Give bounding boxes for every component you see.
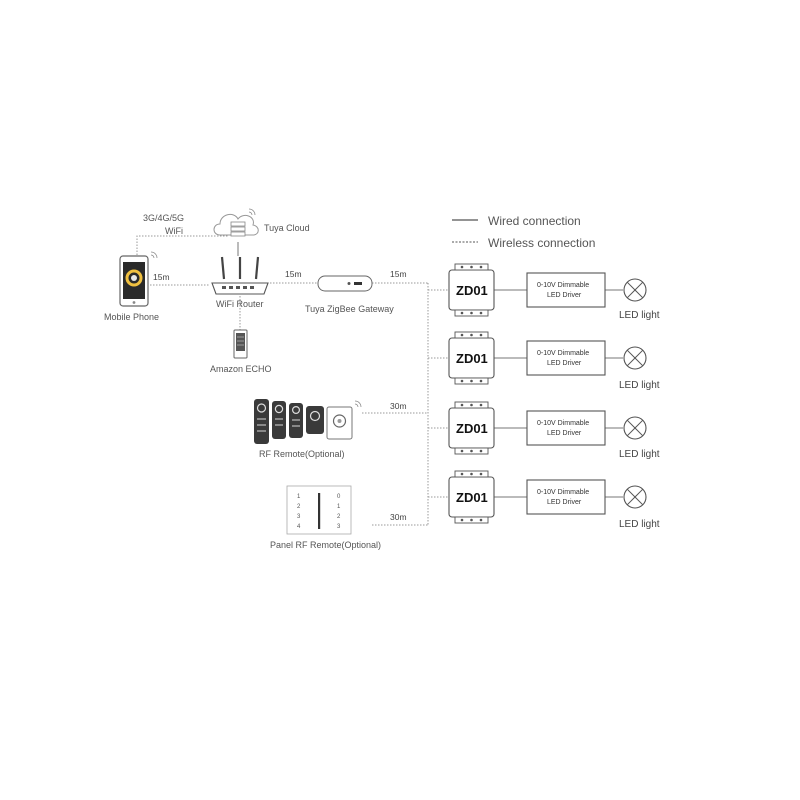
panel-key-left-4: 4 [297, 524, 301, 530]
legend-wired-label: Wired connection [488, 214, 581, 228]
driver-line2-2: LED Driver [547, 360, 582, 367]
channel-1: ZD01 0-10V Dimmable LED Driver LED light [448, 263, 660, 321]
rf-remote: RF Remote(Optional) [254, 399, 362, 459]
legend-wireless-label: Wireless connection [488, 236, 595, 250]
wifi-router: WiFi Router [211, 256, 269, 309]
connection-lines [136, 235, 623, 526]
channel-4: ZD01 0-10V Dimmable LED Driver LED light [448, 470, 660, 530]
panel-keys-right: 0 1 2 3 [337, 494, 341, 530]
panel-remote-distance: 30m [390, 512, 407, 522]
echo-label: Amazon ECHO [210, 364, 272, 374]
cellular-label: 3G/4G/5G [143, 213, 184, 223]
mobile-phone: Mobile Phone [104, 251, 159, 322]
phone-label: Mobile Phone [104, 312, 159, 322]
led-light-label-1: LED light [619, 310, 660, 321]
led-light-label-3: LED light [619, 449, 660, 460]
led-light-label-4: LED light [619, 519, 660, 530]
driver-line1-4: 0-10V Dimmable [537, 489, 589, 496]
panel-remote-icon [286, 485, 352, 535]
cloud-label: Tuya Cloud [264, 223, 310, 233]
led-driver-2: 0-10V Dimmable LED Driver [526, 340, 606, 376]
router-label: WiFi Router [216, 299, 264, 309]
cloud-icon [213, 213, 259, 237]
rf-remote-label: RF Remote(Optional) [259, 449, 345, 459]
bulb-icon [623, 278, 647, 302]
driver-line1-2: 0-10V Dimmable [537, 350, 589, 357]
panel-key-right-4: 3 [337, 524, 341, 530]
gateway-label: Tuya ZigBee Gateway [305, 304, 394, 314]
panel-key-right-3: 2 [337, 514, 341, 520]
driver-line1-3: 0-10V Dimmable [537, 420, 589, 427]
bulb-icon [623, 416, 647, 440]
channel-2: ZD01 0-10V Dimmable LED Driver LED light [448, 331, 660, 391]
driver-line2-4: LED Driver [547, 499, 582, 506]
driver-line2-1: LED Driver [547, 292, 582, 299]
cloud-signal-icon [248, 208, 256, 216]
channel-3: ZD01 0-10V Dimmable LED Driver LED light [448, 401, 660, 460]
zd01-label-2: ZD01 [456, 351, 488, 366]
panel-remote: 1 2 3 4 0 1 2 3 Panel RF Remote(Optional… [270, 485, 381, 550]
panel-keys-left: 1 2 3 4 [297, 494, 301, 530]
gateway-icon [317, 275, 373, 292]
phone-icon [119, 255, 149, 307]
zd01-module-4: ZD01 [448, 470, 495, 524]
bulb-icon [623, 346, 647, 370]
panel-key-left-2: 2 [297, 504, 301, 510]
wifi-label: WiFi [165, 226, 183, 236]
bulb-icon [623, 485, 647, 509]
rf-remote-icon [254, 399, 353, 444]
panel-key-right-2: 1 [337, 504, 341, 510]
phone-router-distance: 15m [153, 272, 170, 282]
led-light-label-2: LED light [619, 380, 660, 391]
zigbee-gateway: Tuya ZigBee Gateway [305, 275, 394, 314]
zd01-label-3: ZD01 [456, 421, 488, 436]
phone-cloud-link [136, 235, 228, 255]
zd01-module-3: ZD01 [448, 401, 495, 455]
phone-signal-icon [150, 251, 158, 259]
panel-key-right-1: 0 [337, 494, 341, 500]
zd01-label-4: ZD01 [456, 490, 488, 505]
panel-remote-label: Panel RF Remote(Optional) [270, 540, 381, 550]
legend: Wired connection Wireless connection [452, 214, 595, 250]
led-driver-3: 0-10V Dimmable LED Driver [526, 410, 606, 446]
zd01-label-1: ZD01 [456, 283, 488, 298]
gateway-bus-distance: 15m [390, 269, 407, 279]
rf-remote-signal-icon [354, 400, 362, 408]
router-icon [211, 256, 269, 295]
panel-key-left-3: 3 [297, 514, 301, 520]
rf-remote-distance: 30m [390, 401, 407, 411]
echo-icon [233, 329, 248, 359]
driver-line1-1: 0-10V Dimmable [537, 282, 589, 289]
zd01-module-1: ZD01 [448, 263, 495, 317]
zd01-module-2: ZD01 [448, 331, 495, 385]
driver-line2-3: LED Driver [547, 430, 582, 437]
amazon-echo: Amazon ECHO [210, 329, 272, 374]
led-driver-1: 0-10V Dimmable LED Driver [526, 272, 606, 308]
led-driver-4: 0-10V Dimmable LED Driver [526, 479, 606, 515]
panel-key-left-1: 1 [297, 494, 301, 500]
tuya-cloud: Tuya Cloud [213, 208, 310, 237]
router-gateway-distance: 15m [285, 269, 302, 279]
